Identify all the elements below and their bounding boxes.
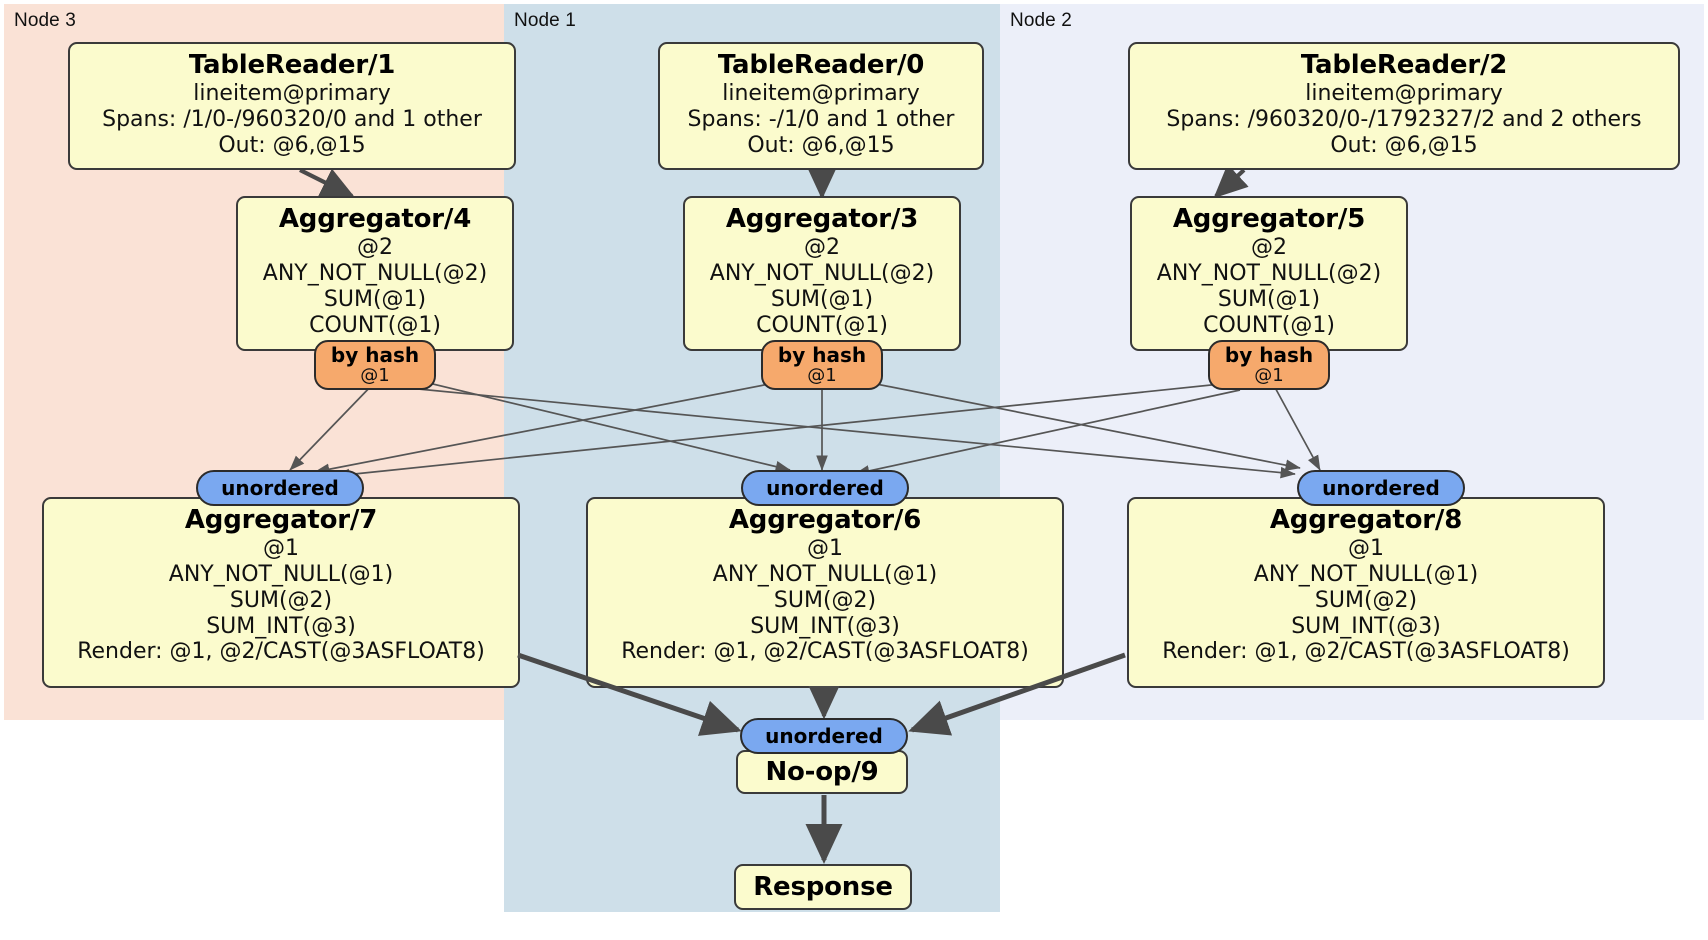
processor-title: TableReader/2 [1300,50,1508,80]
processor-line: SUM_INT(@3) [206,613,356,639]
processor-title: Aggregator/5 [1172,204,1366,234]
processor-line: Spans: -/1/0 and 1 other [687,106,955,132]
processor-aggregator-8[interactable]: Aggregator/8 @1 ANY_NOT_NULL(@1) SUM(@2)… [1127,497,1605,688]
processor-line: Render: @1, @2/CAST(@3ASFLOAT8) [1162,639,1570,665]
unordered-sync-aggregator8[interactable]: unordered [1297,470,1465,506]
processor-line: COUNT(@1) [1203,312,1335,338]
processor-line: ANY_NOT_NULL(@2) [1156,260,1382,286]
processor-line: SUM(@1) [770,286,874,312]
processor-aggregator-6[interactable]: Aggregator/6 @1 ANY_NOT_NULL(@1) SUM(@2)… [586,497,1064,688]
router-column: @1 [807,365,837,387]
processor-tablereader-2[interactable]: TableReader/2 lineitem@primary Spans: /9… [1128,42,1680,170]
processor-line: Spans: /960320/0-/1792327/2 and 2 others [1166,106,1642,132]
processor-line: @1 [263,535,299,561]
processor-line: lineitem@primary [722,80,920,106]
processor-response[interactable]: Response [734,864,912,910]
processor-aggregator-3[interactable]: Aggregator/3 @2 ANY_NOT_NULL(@2) SUM(@1)… [683,196,961,351]
processor-line: ANY_NOT_NULL(@1) [712,561,938,587]
processor-line: SUM(@1) [1217,286,1321,312]
processor-title: TableReader/0 [717,50,925,80]
processor-line: Out: @6,@15 [747,132,895,158]
router-label: by hash [777,343,867,368]
unordered-sync-aggregator7[interactable]: unordered [196,470,364,506]
processor-line: SUM(@1) [323,286,427,312]
processor-aggregator-5[interactable]: Aggregator/5 @2 ANY_NOT_NULL(@2) SUM(@1)… [1130,196,1408,351]
router-label: by hash [330,343,420,368]
processor-line: @2 [357,234,393,260]
processor-title: Response [753,871,893,902]
processor-aggregator-7[interactable]: Aggregator/7 @1 ANY_NOT_NULL(@1) SUM(@2)… [42,497,520,688]
hash-router-aggregator4[interactable]: by hash @1 [314,340,436,390]
processor-line: @2 [1251,234,1287,260]
sync-label: unordered [221,476,339,500]
processor-line: Out: @6,@15 [218,132,366,158]
hash-router-aggregator5[interactable]: by hash @1 [1208,340,1330,390]
node-panel-label: Node 1 [514,10,576,31]
processor-line: SUM(@2) [1314,587,1418,613]
unordered-sync-final[interactable]: unordered [740,718,908,754]
processor-line: Render: @1, @2/CAST(@3ASFLOAT8) [77,639,485,665]
router-column: @1 [1254,365,1284,387]
processor-line: Spans: /1/0-/960320/0 and 1 other [102,106,482,132]
processor-tablereader-0[interactable]: TableReader/0 lineitem@primary Spans: -/… [658,42,984,170]
processor-title: Aggregator/6 [728,505,922,535]
processor-line: ANY_NOT_NULL(@1) [168,561,394,587]
processor-title: No-op/9 [765,756,879,787]
sync-label: unordered [1322,476,1440,500]
processor-title: Aggregator/8 [1269,505,1463,535]
router-label: by hash [1224,343,1314,368]
processor-line: SUM(@2) [773,587,877,613]
processor-title: Aggregator/7 [184,505,378,535]
sync-label: unordered [766,476,884,500]
processor-line: COUNT(@1) [309,312,441,338]
processor-line: lineitem@primary [1305,80,1503,106]
unordered-sync-aggregator6[interactable]: unordered [741,470,909,506]
hash-router-aggregator3[interactable]: by hash @1 [761,340,883,390]
processor-line: @1 [1348,535,1384,561]
node-panel-label: Node 3 [14,10,76,31]
processor-title: Aggregator/4 [278,204,472,234]
processor-line: ANY_NOT_NULL(@1) [1253,561,1479,587]
processor-line: Render: @1, @2/CAST(@3ASFLOAT8) [621,639,1029,665]
sync-label: unordered [765,724,883,748]
processor-line: COUNT(@1) [756,312,888,338]
processor-aggregator-4[interactable]: Aggregator/4 @2 ANY_NOT_NULL(@2) SUM(@1)… [236,196,514,351]
processor-tablereader-1[interactable]: TableReader/1 lineitem@primary Spans: /1… [68,42,516,170]
router-column: @1 [360,365,390,387]
processor-line: SUM_INT(@3) [750,613,900,639]
processor-title: TableReader/1 [188,50,396,80]
processor-line: lineitem@primary [193,80,391,106]
node-panel-label: Node 2 [1010,10,1072,31]
processor-title: Aggregator/3 [725,204,919,234]
processor-line: ANY_NOT_NULL(@2) [709,260,935,286]
processor-line: SUM_INT(@3) [1291,613,1441,639]
processor-line: @2 [804,234,840,260]
processor-line: SUM(@2) [229,587,333,613]
processor-line: Out: @6,@15 [1330,132,1478,158]
processor-line: ANY_NOT_NULL(@2) [262,260,488,286]
processor-line: @1 [807,535,843,561]
processor-noop-9[interactable]: No-op/9 [736,750,908,794]
